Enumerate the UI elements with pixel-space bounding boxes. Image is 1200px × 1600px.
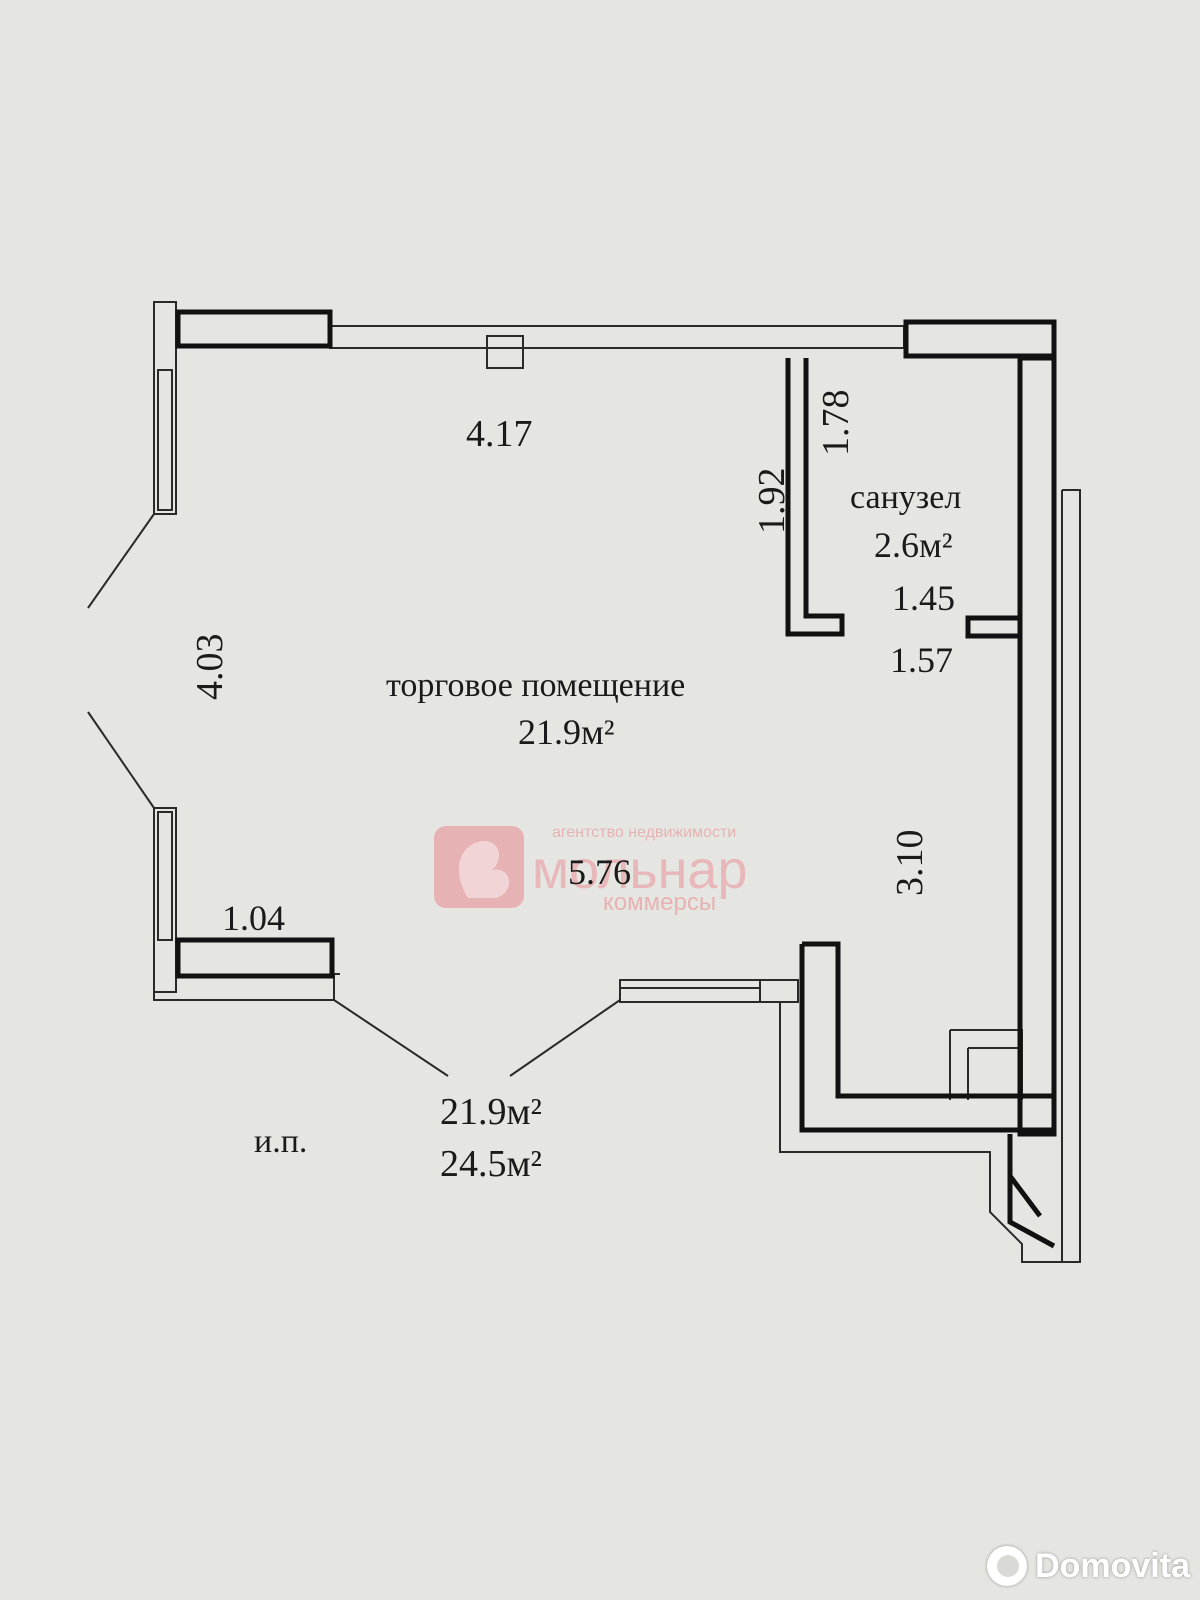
site-name: Domovita (1035, 1546, 1190, 1585)
dim-center-width: 5.76 (568, 852, 631, 892)
wall-top-left (175, 309, 333, 349)
diag-left-top (87, 513, 155, 609)
wall-bath-partition (785, 358, 845, 637)
dim-bath-right-a: 1.45 (892, 578, 955, 618)
bottom-left-outer (153, 974, 335, 1001)
dim-top-width: 4.17 (466, 413, 533, 455)
left-window-bottom (153, 807, 177, 993)
watermark-logo: агентство недвижимости мольнар коммерсы (434, 824, 748, 916)
site-badge[interactable]: Domovita (987, 1546, 1190, 1586)
dim-bottom-left-stub: 1.04 (222, 898, 285, 938)
total-label: и.п. (254, 1123, 307, 1160)
walls (175, 309, 1057, 1249)
wall-right (1017, 356, 1057, 1099)
left-window-bottom-glass (157, 811, 173, 941)
dim-bath-wall-inner: 1.78 (815, 390, 857, 457)
total-area-2: 24.5м² (440, 1143, 542, 1185)
dim-bath-right-b: 1.57 (890, 640, 953, 680)
watermark-logo-leaf (458, 840, 510, 898)
wall-bottom-left (175, 937, 335, 979)
diag-left-bottom (87, 711, 155, 809)
room-main-area: 21.9м² (518, 712, 615, 752)
diagonal-lines (87, 513, 621, 1077)
dim-left-width: 4.03 (189, 634, 231, 701)
bottom-window (619, 979, 799, 1003)
dim-right-wall: 3.10 (889, 830, 931, 897)
right-outer (779, 489, 1081, 1263)
room-bath-name: санузел (850, 479, 961, 516)
outer-outline (153, 301, 1081, 1263)
wall-closet-edge (1008, 1174, 1042, 1218)
dim-bath-wall-outer: 1.92 (751, 468, 793, 535)
top-column (486, 335, 524, 369)
room-main-name: торговое помещение (386, 667, 685, 704)
room-bath-area: 2.6м² (874, 525, 953, 565)
shaft-outline (950, 1029, 1023, 1100)
wall-bath-stub (965, 615, 1023, 639)
watermark-brand: мольнар (532, 840, 748, 900)
total-area-1: 21.9м² (440, 1091, 542, 1133)
wall-top-right (903, 319, 1057, 359)
domovita-logo-icon (987, 1546, 1028, 1586)
watermark-sub-text: коммерсы (603, 889, 716, 916)
wall-lower-right-outer (799, 944, 1054, 1133)
diag-bottom-left (333, 999, 449, 1077)
wall-closet (1007, 1134, 1056, 1249)
wall-lower-right (802, 941, 1057, 1137)
diag-bottom-right (509, 999, 621, 1077)
left-window-top (153, 301, 177, 515)
left-window-top-glass (157, 369, 173, 511)
watermark-top-text: агентство недвижимости (552, 824, 736, 841)
top-window (329, 325, 905, 349)
